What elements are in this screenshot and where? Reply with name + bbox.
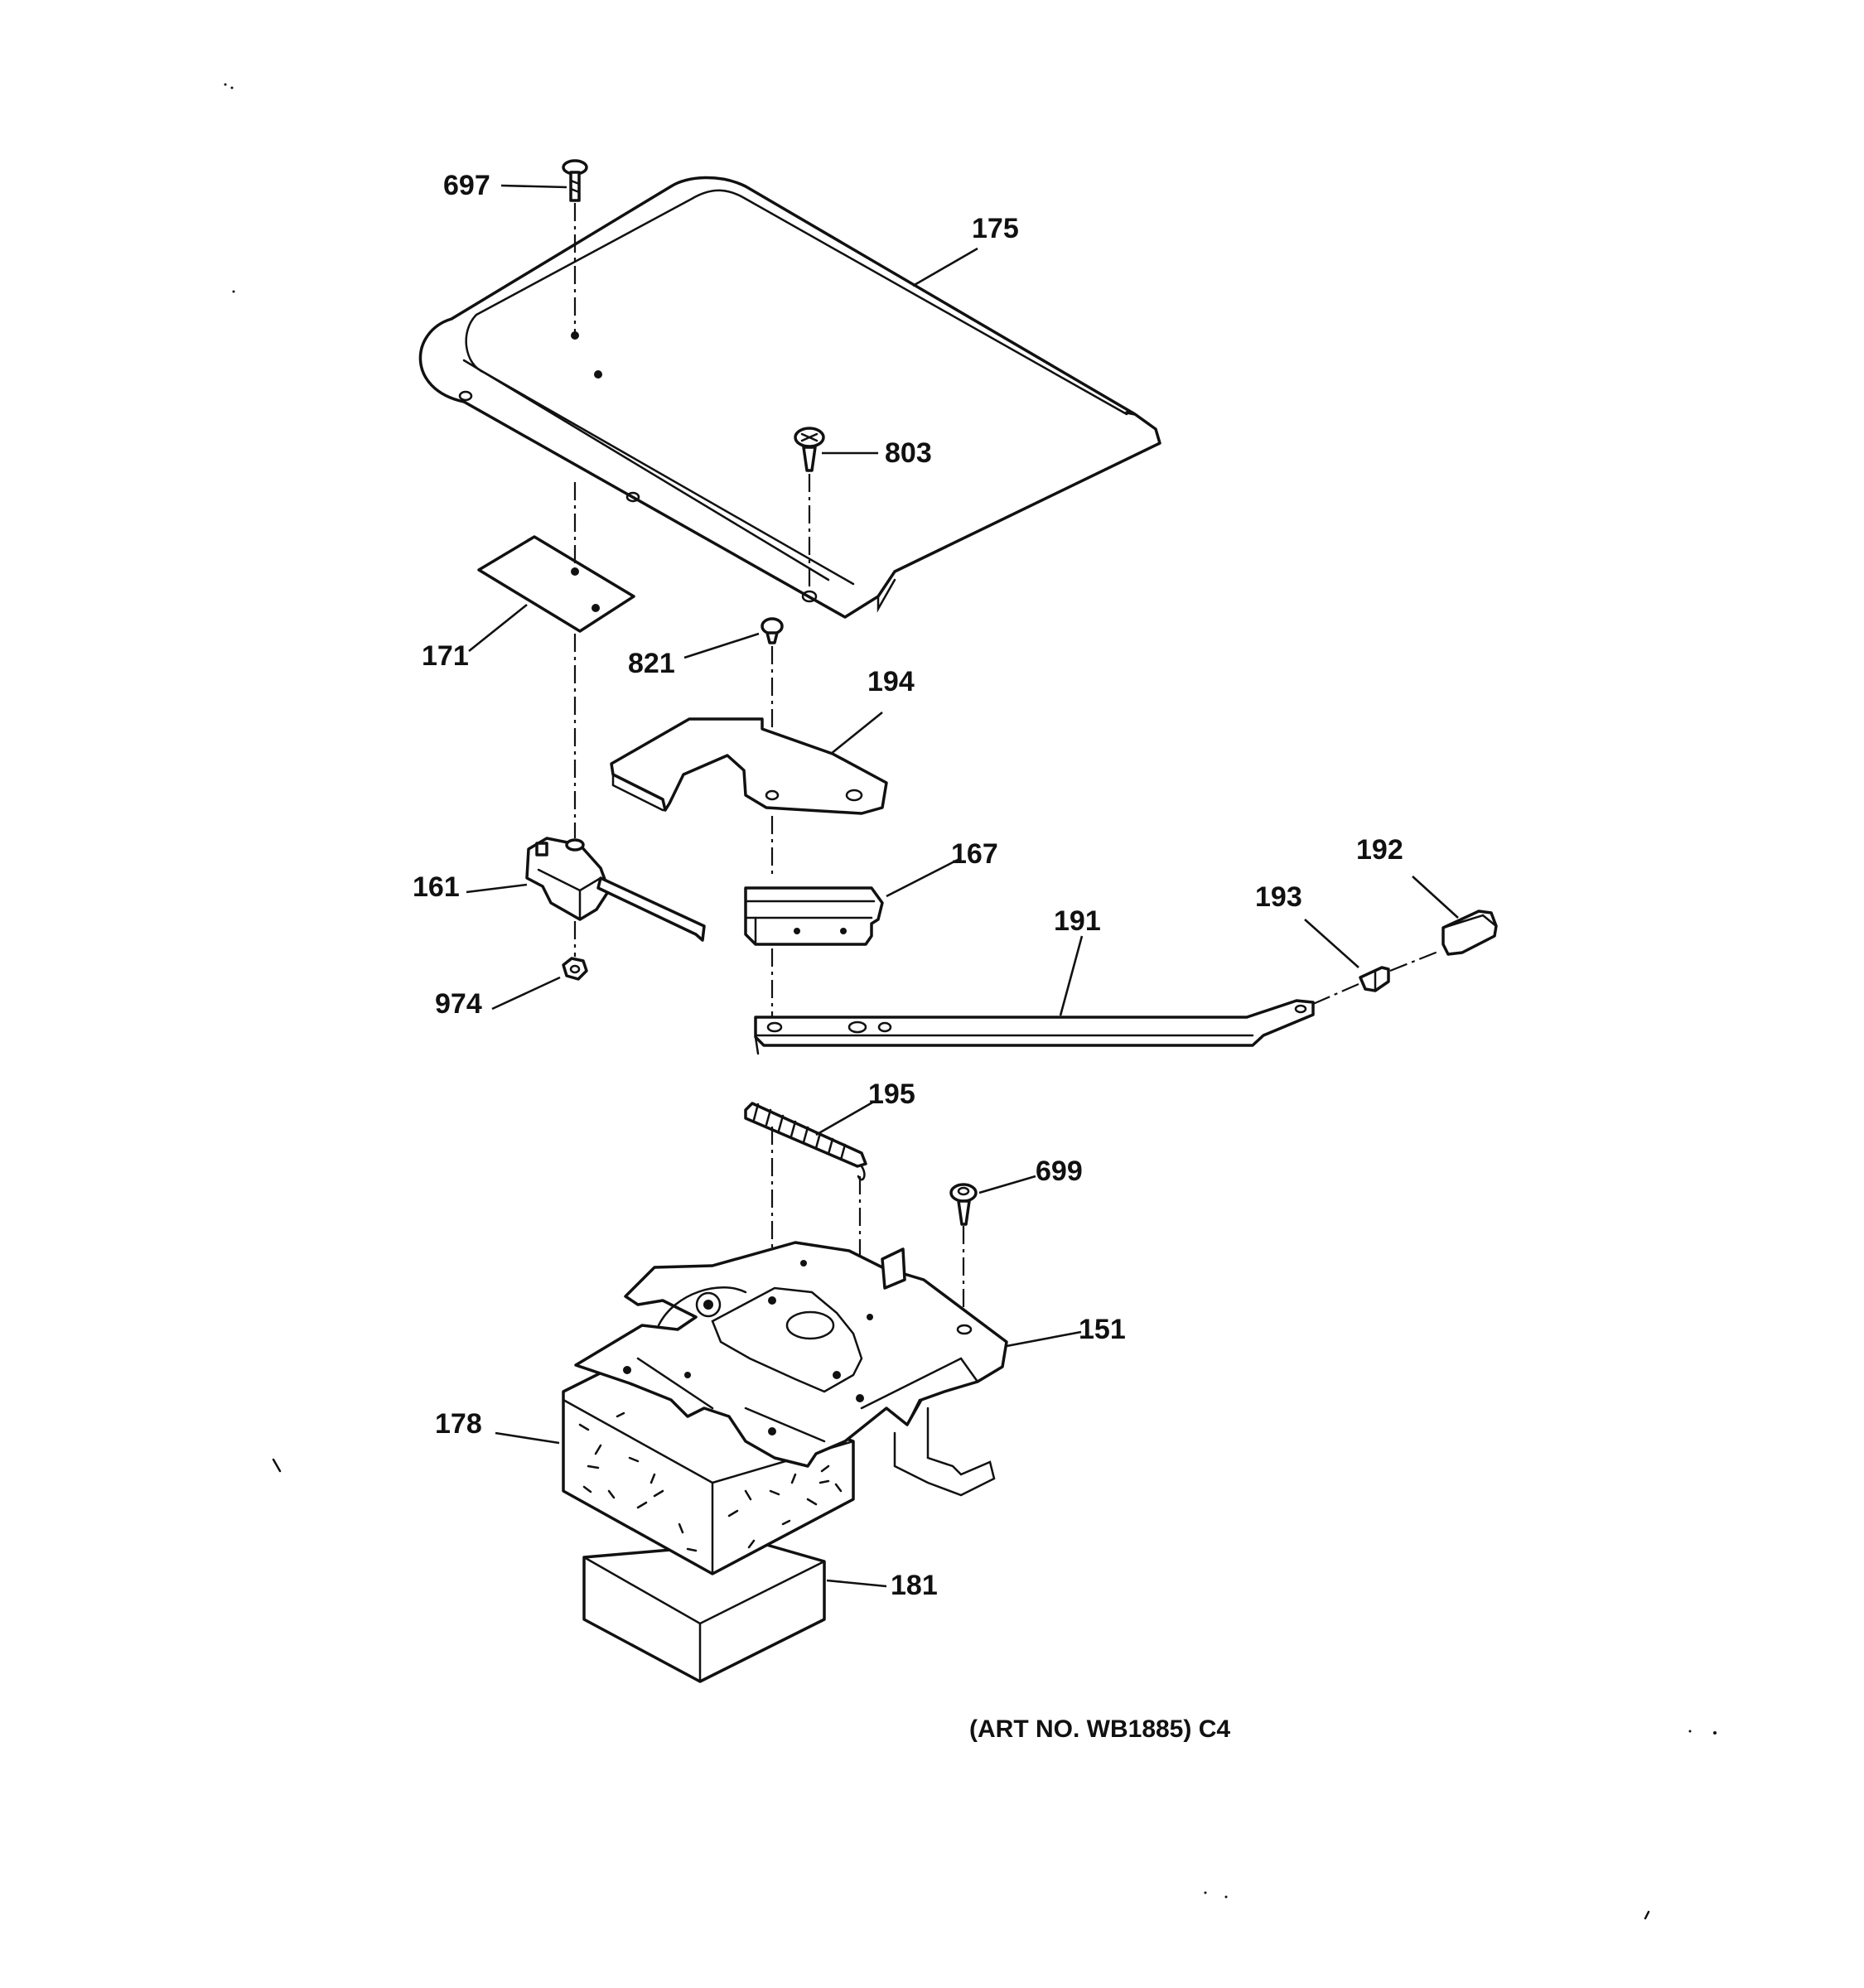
part-803-screw — [794, 427, 825, 472]
callout-195: 195 — [868, 1078, 915, 1110]
part-974-nut — [562, 957, 588, 981]
art-number: (ART NO. WB1885) C4 — [969, 1715, 1230, 1743]
callout-151: 151 — [1079, 1314, 1126, 1345]
callout-974: 974 — [435, 988, 482, 1020]
part-193-clip — [1359, 966, 1390, 992]
part-697-screw — [562, 159, 588, 202]
leader-lines — [466, 184, 1459, 1588]
callout-193: 193 — [1255, 881, 1302, 913]
callout-161: 161 — [413, 871, 460, 903]
callout-175: 175 — [972, 213, 1019, 244]
part-192-cap — [1441, 910, 1498, 956]
part-195-spring — [744, 1102, 867, 1181]
callout-labels: 697 175 803 171 821 194 161 167 192 193 … — [413, 170, 1403, 1601]
callout-192: 192 — [1356, 834, 1403, 866]
callout-697: 697 — [443, 170, 490, 201]
scan-specks — [224, 83, 1717, 1920]
part-699-screw — [949, 1183, 978, 1226]
callout-178: 178 — [435, 1408, 482, 1440]
callout-699: 699 — [1036, 1156, 1083, 1187]
callout-191: 191 — [1054, 905, 1101, 937]
part-167-slide — [744, 886, 884, 946]
part-821-screw — [761, 617, 784, 644]
part-171-pad — [477, 535, 635, 633]
part-191-lever — [754, 999, 1315, 1055]
part-151-base — [574, 1241, 1008, 1497]
callout-171: 171 — [422, 640, 469, 672]
callout-821: 821 — [628, 648, 675, 679]
callout-803: 803 — [885, 437, 932, 469]
callout-194: 194 — [867, 666, 915, 697]
part-181-box — [582, 1541, 826, 1683]
callout-181: 181 — [891, 1570, 938, 1601]
part-161-switch — [525, 837, 706, 942]
part-175-cover — [418, 176, 1161, 619]
part-194-bracket — [610, 717, 888, 815]
callout-167: 167 — [951, 838, 998, 870]
